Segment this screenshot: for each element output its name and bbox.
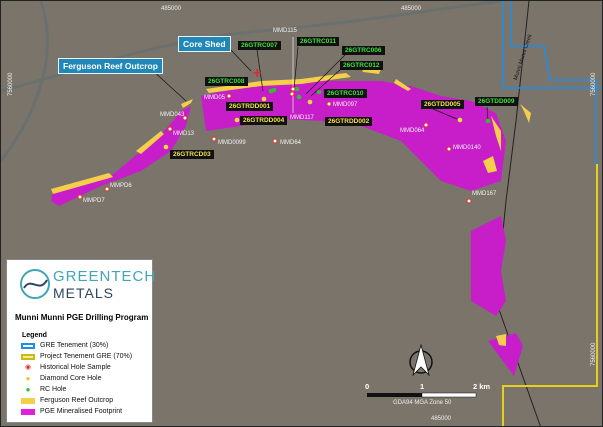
hole-label: MMD13 [173, 131, 195, 137]
gre-tenement-boundary [510, 1, 597, 164]
core-shed-marker [253, 69, 261, 77]
rc-hole-label: 26GTDD009 [475, 97, 518, 106]
easting-label: 485000 [401, 6, 422, 12]
scale-label-1: 1 [420, 382, 425, 391]
legend-item-dd: ●Diamond Core Hole [25, 373, 102, 383]
dd-hole-label: 26GTRDD004 [240, 116, 288, 125]
hole-label: MMD05 [204, 95, 226, 101]
scale-bar-black [367, 393, 422, 397]
scale-label-0: 0 [365, 382, 370, 391]
northing-label: 7560000 [8, 72, 14, 96]
hole-label: MMD097 [333, 102, 358, 108]
legend-item-historical: ◉Historical Hole Sample [24, 363, 111, 372]
easting-label: 485000 [161, 6, 182, 12]
rc-hole-label: 26GTRC007 [238, 41, 281, 50]
greentech-logo-icon [20, 269, 50, 299]
hole-label: MMD167 [472, 191, 497, 197]
legend-heading: Legend [22, 332, 47, 339]
legend-item-project: Project Tenement GRE (70%) [21, 353, 132, 360]
legend-item-gre: GRE Tenement (30%) [21, 342, 108, 349]
logo-text-bottom: METALS [53, 285, 114, 301]
hole-label: MMPD7 [83, 198, 105, 204]
gre-tenement-boundary [502, 1, 602, 89]
drainage [1, 1, 49, 162]
logo-text-top: GREENTECH [53, 268, 157, 285]
legend-item-reef: Ferguson Reef Outcrop [21, 397, 113, 404]
hole-label: MMD0099 [218, 140, 246, 146]
hole-label: MMPD6 [110, 183, 132, 189]
hole-label: MMD115 [273, 28, 297, 34]
rc-hole-label: 26GTRC010 [324, 89, 367, 98]
northing-label: 7560000 [591, 342, 597, 366]
rc-hole-label: 26GTRC008 [205, 77, 248, 86]
projection-label: GDA94 MGA Zone 50 [393, 400, 452, 406]
north-arrow-icon [409, 343, 433, 377]
historical-holes [77, 86, 472, 204]
legend-panel: GREENTECH METALS Munni Munni PGE Drillin… [6, 259, 157, 423]
hole-label: MMD117 [290, 115, 314, 121]
hole-label: MMD043 [160, 112, 185, 118]
dd-hole-label: 26GTRCD03 [170, 150, 214, 159]
hole-label: MMD064 [400, 128, 425, 134]
rc-hole-label: 26GTRC012 [340, 61, 383, 70]
legend-item-rc: ●RC Hole [25, 384, 67, 394]
hole-label: MMD64 [280, 140, 302, 146]
legend-title: Munni Munni PGE Drilling Program [15, 313, 149, 322]
northing-label: 7560000 [591, 72, 597, 96]
ferguson-reef-outcrop [51, 66, 531, 346]
dd-hole-label: 26GTDD005 [421, 100, 464, 109]
ferguson-reef-callout: Ferguson Reef Outcrop [58, 58, 163, 74]
dd-hole-label: 26GTRDD001 [226, 102, 274, 111]
legend-item-pge: PGE Mineralised Footprint [21, 408, 122, 415]
scale-bar-white [421, 392, 477, 398]
rc-holes [268, 86, 491, 124]
rc-hole-label: 26GTRC006 [342, 46, 385, 55]
dd-hole-label: 26GTRDD002 [325, 117, 373, 126]
core-shed-callout: Core Shed [178, 36, 231, 52]
dd-holes [163, 96, 463, 150]
easting-label: 485000 [431, 416, 452, 422]
scale-label-2: 2 km [473, 382, 491, 391]
hole-label: MMD0140 [453, 145, 481, 151]
leader-lines [150, 46, 489, 122]
project-tenement-boundary [502, 164, 598, 426]
rc-hole-label: 26GTRC011 [297, 37, 340, 46]
